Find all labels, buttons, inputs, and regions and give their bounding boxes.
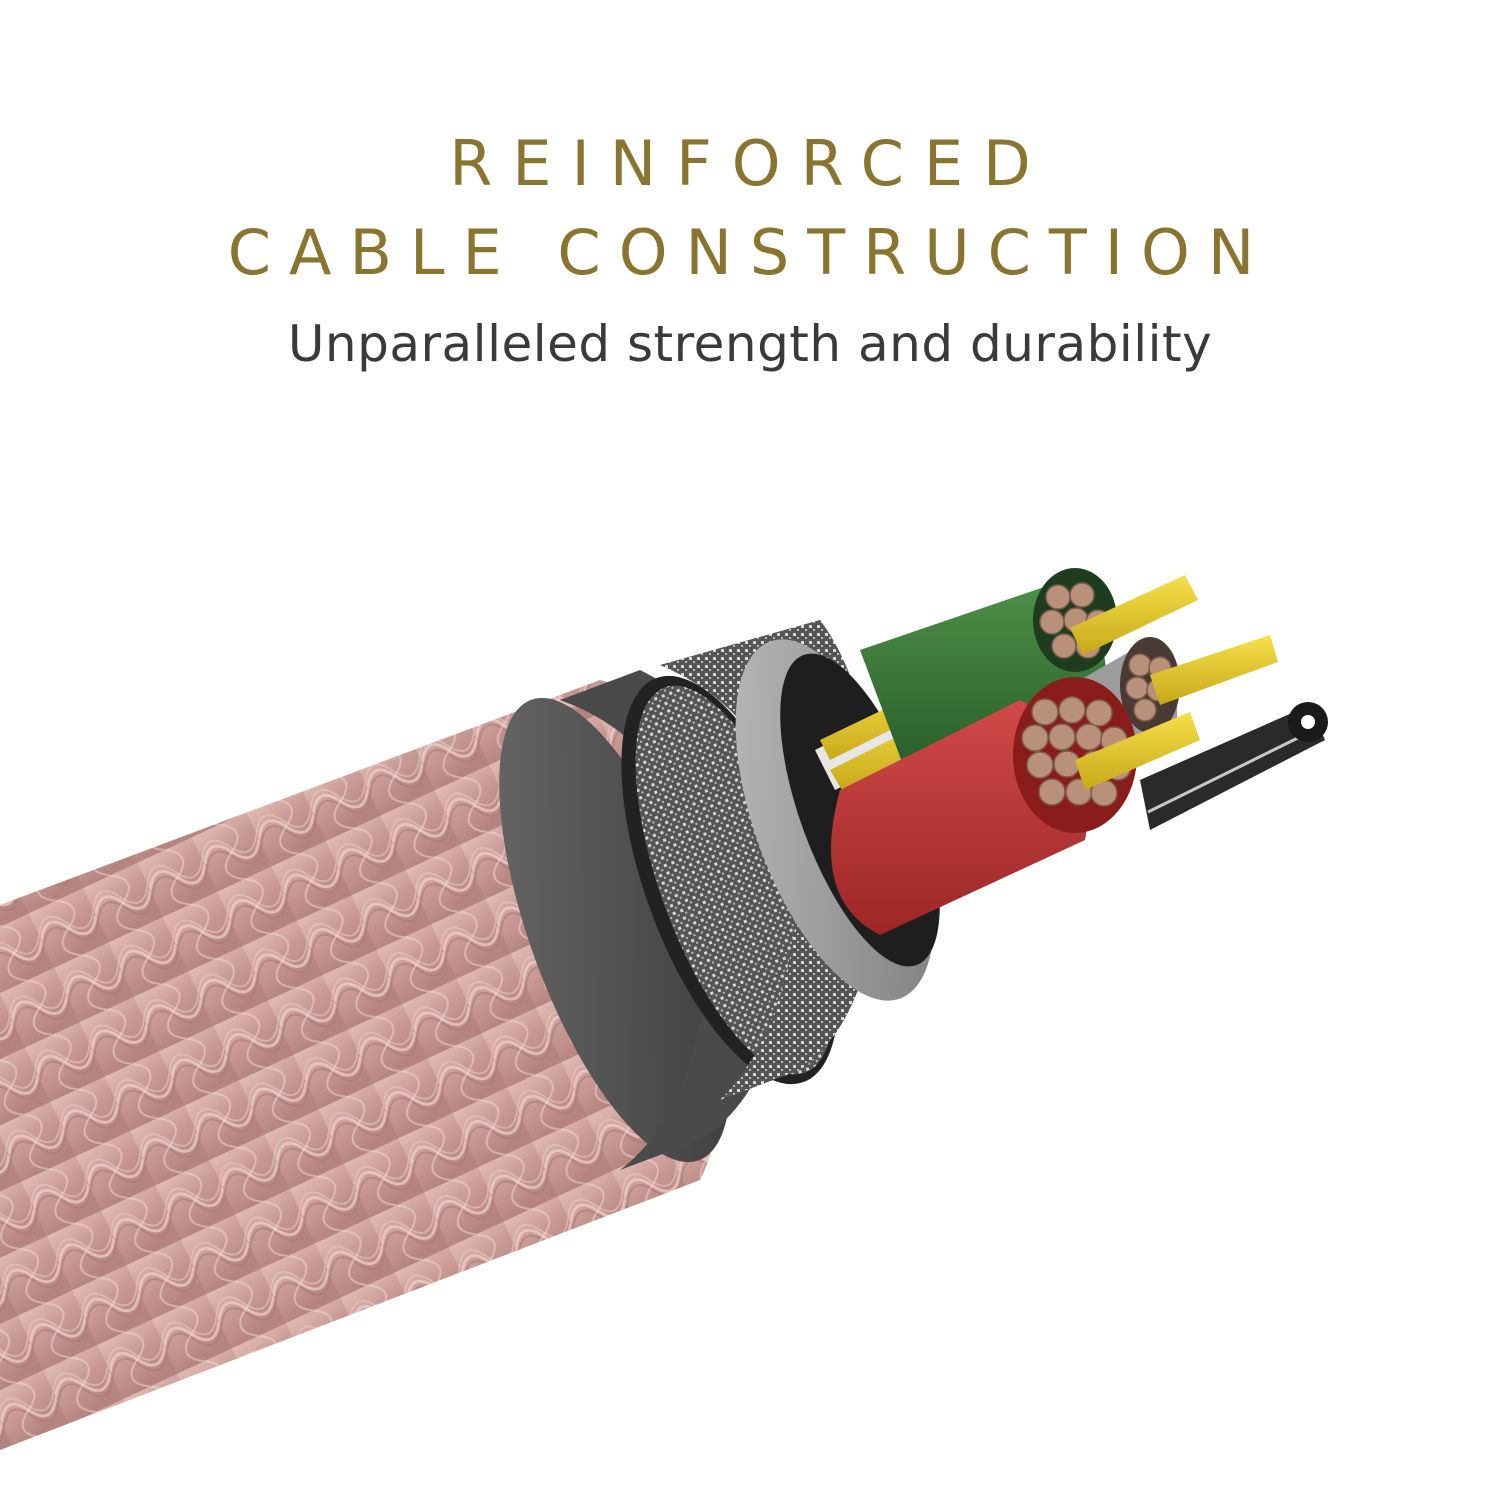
cable-cross-section-illustration xyxy=(0,540,1500,1500)
subheadline: Unparalleled strength and durability xyxy=(287,315,1213,373)
red-conductor xyxy=(831,677,1200,935)
headline-line-1: REINFORCED xyxy=(449,127,1051,200)
green-conductor xyxy=(860,568,1198,770)
steel-strand xyxy=(1140,702,1328,830)
headline-line-2: CABLE CONSTRUCTION xyxy=(227,216,1273,289)
